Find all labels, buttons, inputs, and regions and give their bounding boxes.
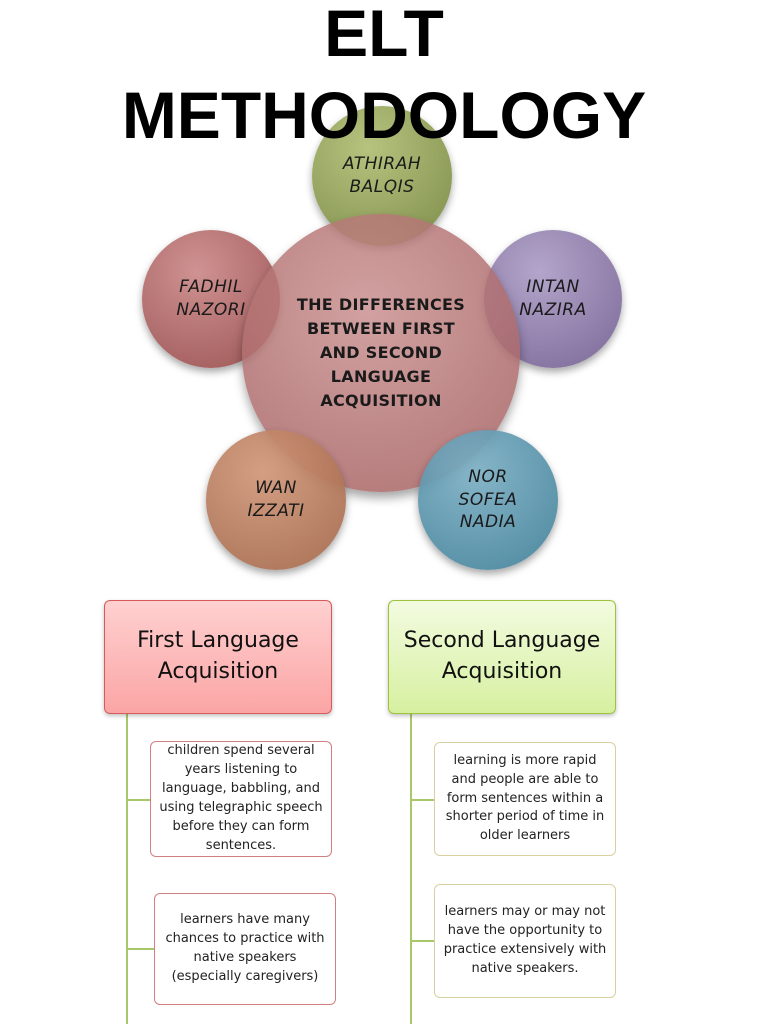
member-label-nor: NOR SOFEA NADIA	[458, 466, 518, 533]
first-tree-branch-2	[126, 948, 154, 950]
second-language-heading-box: Second Language Acquisition	[388, 600, 616, 714]
first-language-point-2-text: learners have many chances to practice w…	[165, 912, 325, 984]
second-language-point-1-text: learning is more rapid and people are ab…	[445, 752, 605, 844]
first-language-heading-box: First Language Acquisition	[104, 600, 332, 714]
member-circle-wan: WAN IZZATI	[206, 430, 346, 570]
first-tree-branch-1	[126, 799, 150, 801]
first-language-point-1: children spend several years listening t…	[150, 741, 332, 857]
member-label-wan: WAN IZZATI	[247, 478, 305, 521]
member-circle-nor: NOR SOFEA NADIA	[418, 430, 558, 570]
center-topic-label: THE DIFFERENCES BETWEEN FIRST AND SECOND…	[296, 295, 466, 410]
member-label-intan: INTAN NAZIRA	[519, 277, 587, 320]
member-label-athirah: ATHIRAH BALQIS	[342, 154, 422, 197]
second-language-point-2-text: learners may or may not have the opportu…	[443, 904, 607, 976]
title-line-1: ELT	[324, 0, 444, 70]
second-language-point-2: learners may or may not have the opportu…	[434, 884, 616, 998]
first-language-point-1-text: children spend several years listening t…	[159, 743, 323, 853]
second-tree-branch-1	[410, 799, 434, 801]
first-tree-trunk	[126, 712, 128, 1024]
second-tree-branch-2	[410, 940, 434, 942]
first-language-point-2: learners have many chances to practice w…	[154, 893, 336, 1005]
member-label-fadhil: FADHIL NAZORI	[176, 277, 246, 320]
second-tree-trunk	[410, 712, 412, 1024]
second-language-heading: Second Language Acquisition	[403, 628, 601, 684]
first-language-heading: First Language Acquisition	[137, 628, 299, 684]
title-line-2: METHODOLOGY	[121, 78, 647, 152]
second-language-point-1: learning is more rapid and people are ab…	[434, 742, 616, 856]
